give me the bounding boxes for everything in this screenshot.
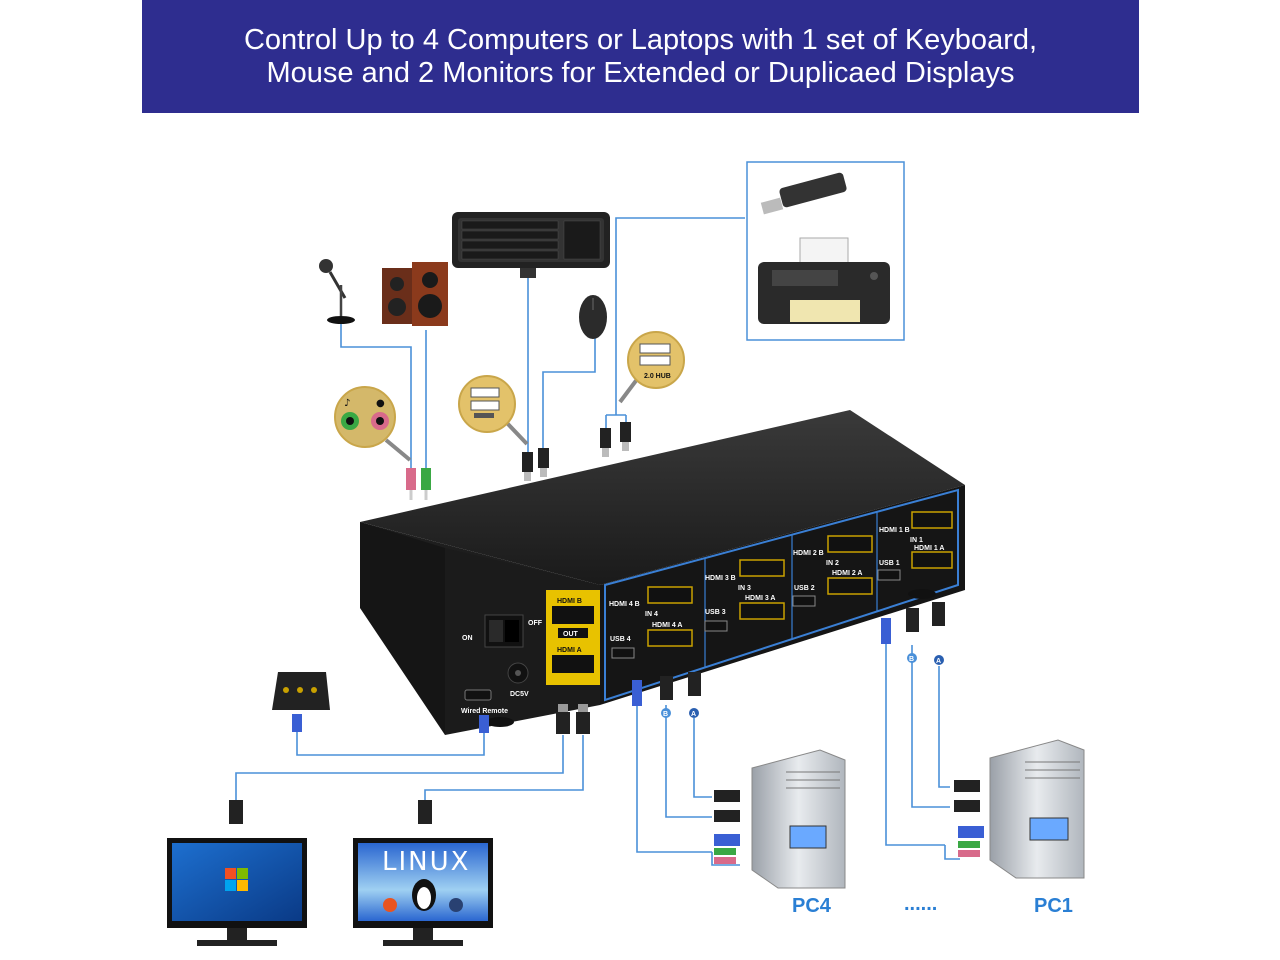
pc4-connectors: [714, 790, 740, 864]
port-group-2: HDMI 2 B IN 2 HDMI 2 A USB 2: [792, 535, 873, 607]
usb-flash-drive-icon: [760, 172, 847, 215]
pc-dots-label: ......: [904, 893, 937, 915]
svg-text:●: ●: [376, 398, 385, 409]
port-group-4: HDMI 4 B IN 4 HDMI 4 A USB 4: [609, 586, 693, 659]
monitor-linux-icon: LINUX: [353, 800, 493, 946]
monitor-windows-icon: [167, 800, 307, 946]
microphone-icon: [319, 259, 355, 324]
port-group-3: HDMI 3 B IN 3 HDMI 3 A USB 3: [704, 559, 785, 632]
port1-in-label: IN 1: [910, 537, 923, 544]
port4-hdmi-b-label: HDMI 4 B: [609, 601, 640, 608]
pc4-tag-b-label: B: [663, 711, 668, 718]
port-group-1: HDMI 1 B IN 1 HDMI 1 A USB 1: [877, 511, 953, 581]
usb-plug-hub-2: [620, 422, 631, 451]
printer-icon: [758, 237, 890, 324]
wired-remote-icon: [272, 672, 489, 733]
dc-power-label: DC5V: [510, 691, 529, 698]
usb-plug-hub-1: [600, 428, 611, 457]
pc1-hdmi-b-plug: [906, 608, 919, 632]
pc4-usb-plug: [632, 680, 642, 706]
usb-ports-zoom-icon: [458, 375, 529, 446]
pc1-hdmi-a-plug: [932, 602, 945, 626]
pc1-usb-plug: [881, 618, 891, 644]
pc4-tag-b: [661, 708, 671, 718]
hdmi-out-a-label: HDMI A: [557, 647, 582, 654]
audio-plug-green: [421, 468, 431, 500]
port3-hdmi-a-label: HDMI 3 A: [745, 595, 775, 602]
audio-plug-pink: [406, 468, 416, 500]
port2-hdmi-b-label: HDMI 2 B: [793, 550, 824, 557]
title-banner: Control Up to 4 Computers or Laptops wit…: [142, 0, 1139, 113]
pc1-tower-icon: [989, 739, 1085, 879]
mouse-icon: [579, 295, 607, 339]
power-switch[interactable]: [484, 614, 524, 648]
pc4-tag-a: [689, 708, 699, 718]
pc4-tag-a-label: A: [691, 711, 696, 718]
port3-hdmi-b-label: HDMI 3 B: [705, 575, 736, 582]
title-line-1: Control Up to 4 Computers or Laptops wit…: [243, 23, 1038, 56]
keyboard-icon: [452, 212, 610, 268]
pc1-tag-b-label: B: [909, 656, 914, 663]
usb-hub-zoom-icon: 2.0 HUB: [618, 331, 685, 404]
port4-in-label: IN 4: [645, 611, 658, 618]
audio-ports-zoom-icon: ♪ ●: [334, 386, 412, 462]
svg-text:♪: ♪: [344, 398, 350, 409]
wired-remote-label: Wired Remote: [461, 708, 508, 715]
port4-usb-label: USB 4: [610, 636, 631, 643]
pc4-tower-icon: [751, 749, 846, 889]
port1-hdmi-a-label: HDMI 1 A: [914, 545, 944, 552]
cables: [235, 217, 960, 866]
port2-usb-label: USB 2: [794, 585, 815, 592]
pc1-connectors: [954, 780, 984, 857]
hdmi-out-panel: [546, 590, 600, 685]
port2-in-label: IN 2: [826, 560, 839, 567]
hdmi-plug-out-a: [556, 704, 570, 734]
linux-logo-text: LINUX: [382, 847, 470, 877]
pc1-tag-b: [907, 653, 917, 663]
pc1-tag-a-label: A: [936, 658, 941, 665]
port3-usb-label: USB 3: [705, 609, 726, 616]
switch-off-label: OFF: [528, 620, 543, 627]
dc-power-port: [507, 662, 529, 684]
title-line-2: Mouse and 2 Monitors for Extended or Dup…: [266, 56, 1015, 89]
hub-label: 2.0 HUB: [644, 373, 671, 380]
usb-plug-mouse: [538, 448, 549, 477]
port2-hdmi-a-label: HDMI 2 A: [832, 570, 862, 577]
usb-plug-keyboard: [522, 452, 533, 481]
pc4-label: PC4: [792, 895, 832, 917]
port1-hdmi-b-label: HDMI 1 B: [879, 527, 910, 534]
pc1-tag-a: [934, 655, 944, 665]
out-label: OUT: [563, 631, 579, 638]
pc4-hdmi-a-plug: [688, 672, 701, 696]
port1-usb-label: USB 1: [879, 560, 900, 567]
hdmi-out-b-label: HDMI B: [557, 598, 582, 605]
pc1-label: PC1: [1034, 895, 1073, 917]
wired-remote-port: [464, 689, 492, 701]
pc4-hdmi-b-plug: [660, 676, 673, 700]
hdmi-plug-out-b: [576, 704, 590, 734]
port4-hdmi-a-label: HDMI 4 A: [652, 622, 682, 629]
speakers-icon: [382, 262, 448, 326]
switch-on-label: ON: [462, 635, 473, 642]
port3-in-label: IN 3: [738, 585, 751, 592]
